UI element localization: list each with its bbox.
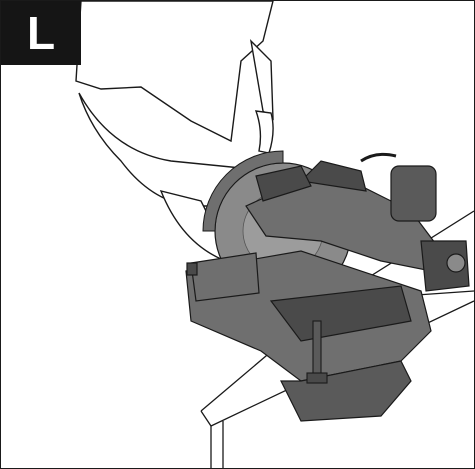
clamp-post xyxy=(306,320,328,384)
step-label-badge: L xyxy=(1,1,81,65)
saw-base xyxy=(185,250,432,422)
saw-head xyxy=(245,152,470,292)
